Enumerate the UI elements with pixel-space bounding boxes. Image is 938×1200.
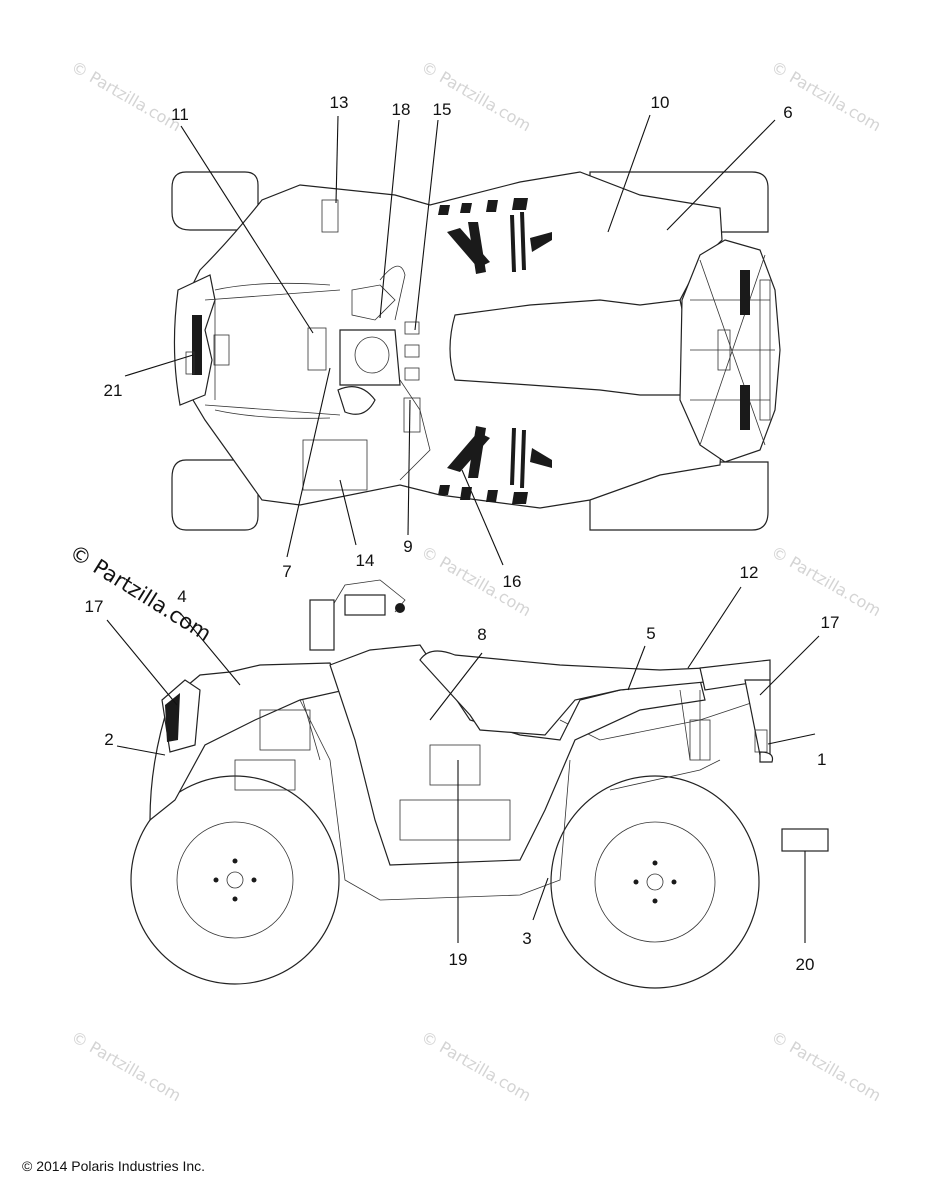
leader-lines [106,114,820,943]
callout-19: 19 [449,950,468,969]
callout-12: 12 [740,563,759,582]
callout-20: 20 [796,955,815,974]
callout-6: 6 [783,103,792,122]
callout-4: 4 [177,587,186,606]
watermark: © Partzilla.com [418,57,534,135]
watermark: © Partzilla.com [768,542,884,620]
callout-14: 14 [356,551,375,570]
copyright-notice: © 2014 Polaris Industries Inc. [22,1158,206,1174]
watermark: © Partzilla.com [768,1027,884,1105]
callout-1: 1 [817,750,826,769]
fender-decal-bottom [438,426,552,504]
callout-11: 11 [171,105,189,124]
watermark-dark: © Partzilla.com [65,540,215,646]
watermark: © Partzilla.com [68,57,184,135]
callout-9: 9 [403,537,412,556]
callout-3: 3 [522,929,531,948]
atv-top-view [171,171,781,531]
callout-8: 8 [477,625,486,644]
callout-21: 21 [104,381,123,400]
callout-13: 13 [330,93,349,112]
callout-17-right: 17 [821,613,840,632]
callout-5: 5 [646,624,655,643]
callout-18: 18 [392,100,411,119]
callout-10: 10 [651,93,670,112]
callout-15: 15 [433,100,452,119]
callout-2: 2 [104,730,113,749]
fender-decal-top [438,198,552,274]
callout-17-left: 17 [85,597,104,616]
rear-rack [679,239,781,463]
callout-labels: 1 2 3 4 5 6 7 8 9 10 11 12 13 14 15 16 1… [85,93,840,974]
callout-16: 16 [503,572,522,591]
watermark: © Partzilla.com [418,1027,534,1105]
watermark: © Partzilla.com [68,1027,184,1105]
atv-side-view [130,579,829,989]
watermark: © Partzilla.com [768,57,884,135]
callout-7: 7 [282,562,291,581]
